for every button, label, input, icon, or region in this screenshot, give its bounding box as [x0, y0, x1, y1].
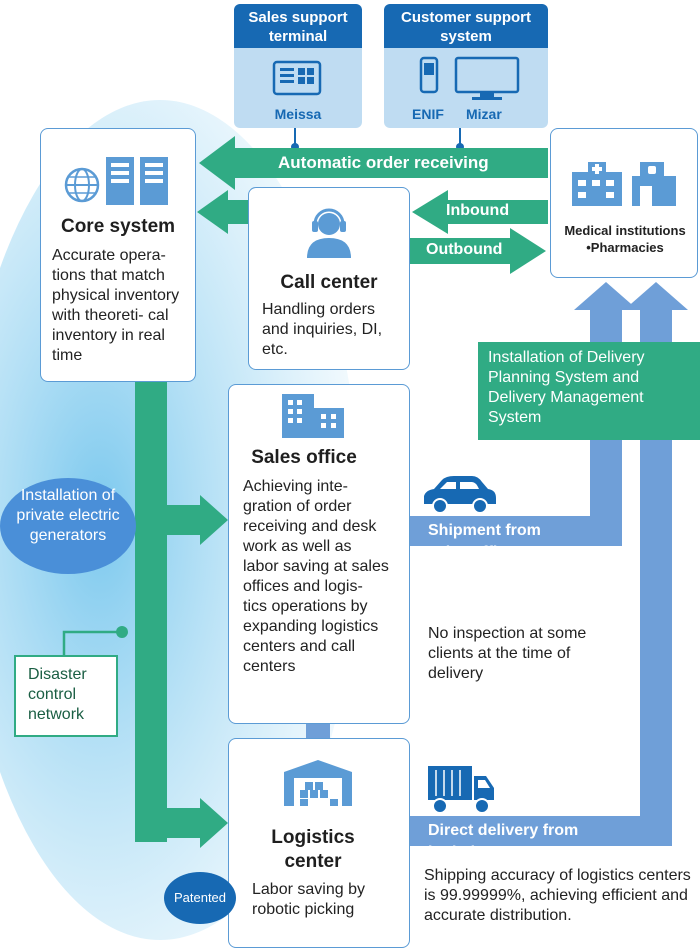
sales-office-text: Achieving inte- gration of order receivi…	[243, 478, 389, 675]
enif-label: ENIF	[412, 106, 444, 122]
call-center-text: Handling orders and inquiries, DI, etc.	[262, 301, 383, 358]
direct-delivery-label: Direct delivery from logistics centers	[428, 820, 618, 864]
medical-title: Medical institutions •Pharmacies	[564, 223, 686, 255]
hospital-pharmacy-icon	[572, 162, 676, 206]
core-system-text: Accurate opera- tions that match physica…	[52, 247, 180, 364]
logistics-center-text: Labor saving by robotic picking	[252, 881, 365, 918]
mizar-label: Mizar	[466, 106, 502, 122]
warehouse-icon	[284, 760, 352, 806]
outbound-label: Outbound	[426, 241, 503, 258]
sales-office-box	[228, 384, 410, 724]
meissa-label: Meissa	[274, 106, 322, 122]
customer-system-panel	[384, 48, 548, 128]
truck-icon	[428, 766, 494, 814]
disaster-network-box: Disaster control network	[14, 655, 118, 737]
server-globe-icon	[64, 157, 168, 205]
generators-oval: Installation of private electric generat…	[0, 478, 136, 574]
disaster-network-line	[62, 630, 122, 655]
automatic-order-arrow	[199, 136, 548, 190]
no-inspection-note: No inspection at some clients at the tim…	[428, 625, 587, 682]
green-trunk	[135, 380, 167, 842]
inbound-label: Inbound	[446, 202, 510, 219]
sales-office-title: Sales office	[251, 447, 357, 468]
car-icon	[424, 476, 496, 514]
call-center-title: Call center	[280, 272, 378, 293]
headset-operator-icon	[307, 208, 351, 258]
shipment-sales-text: Shipment from sales offices	[428, 522, 541, 561]
direct-delivery-text: Direct delivery from logistics centers	[428, 822, 579, 861]
logistics-center-title: Logistics center	[271, 827, 355, 872]
direct-delivery-arrow	[410, 282, 688, 846]
branch-to-sales-office	[167, 495, 228, 545]
outbound-arrow	[410, 228, 546, 274]
phone-monitor-icon	[419, 56, 520, 100]
delivery-system-box: Installation of Delivery Planning System…	[478, 342, 700, 440]
shipment-sales-label: Shipment from sales offices	[428, 520, 568, 564]
branch-to-logistics	[167, 798, 228, 848]
core-system-title: Core system	[60, 216, 176, 237]
automatic-order-label: Automatic order receiving	[278, 153, 489, 172]
accuracy-note: Shipping accuracy of logistics centers i…	[424, 867, 691, 924]
inbound-arrow	[412, 190, 548, 234]
sales-terminal-header: Sales support terminal	[234, 4, 362, 48]
terminal-screen-icon	[272, 60, 322, 96]
office-building-icon	[282, 394, 344, 438]
customer-system-header: Customer support system	[384, 4, 548, 48]
patented-badge: Patented	[164, 872, 236, 924]
call-to-core-arrow	[197, 190, 248, 234]
